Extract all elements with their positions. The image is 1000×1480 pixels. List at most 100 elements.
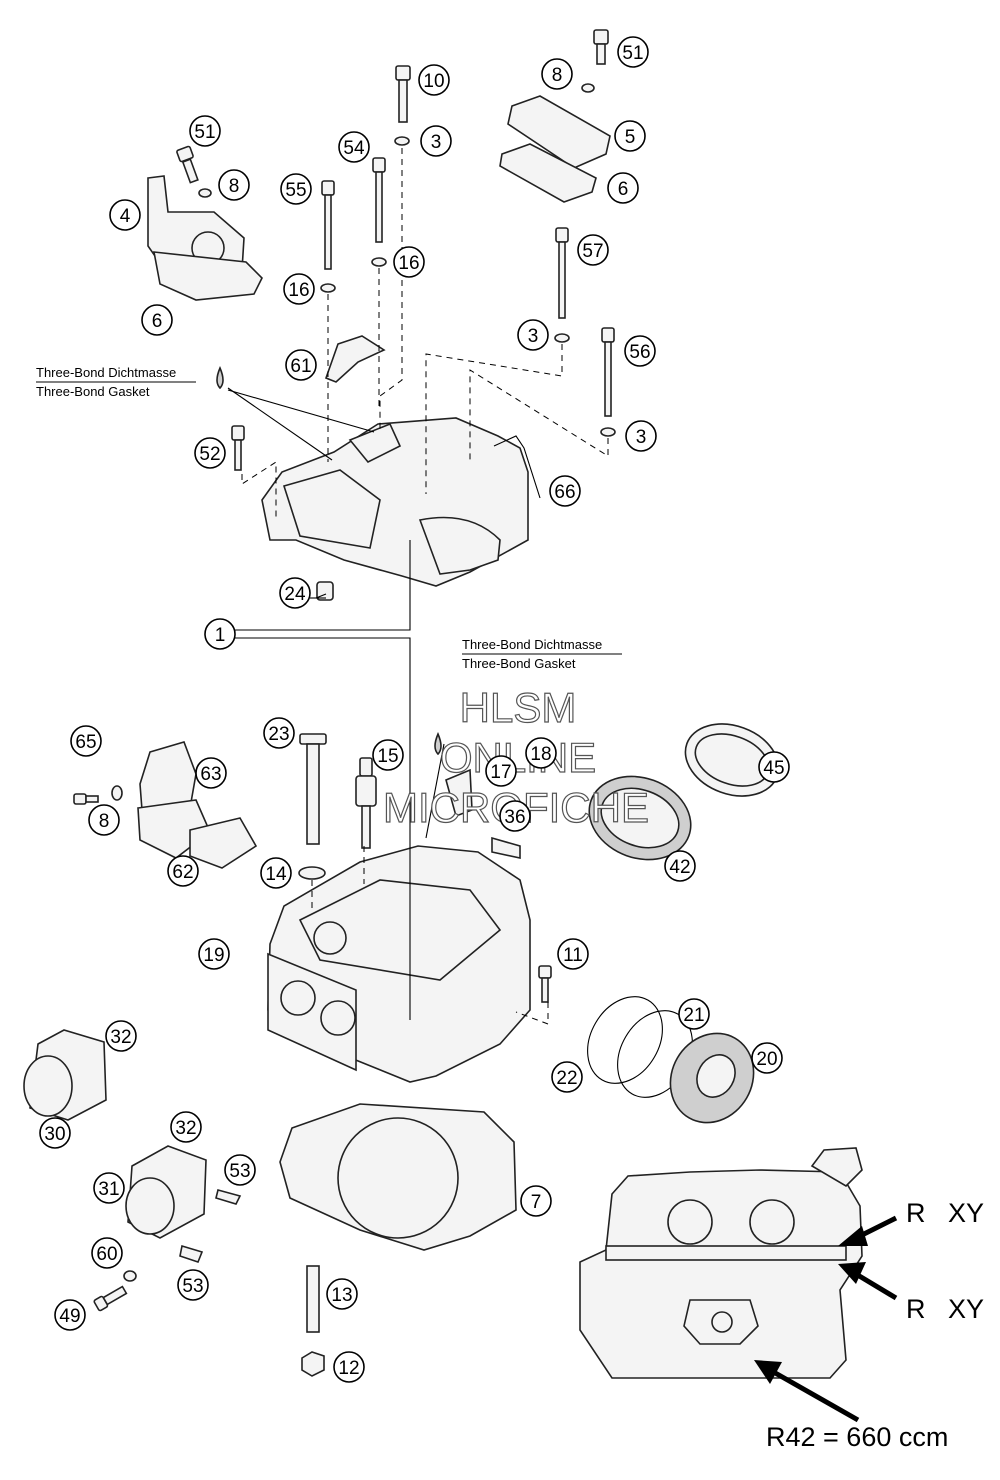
washer-14 xyxy=(298,866,326,880)
callout-36[interactable]: 36 xyxy=(499,800,531,832)
svg-text:16: 16 xyxy=(288,280,309,301)
svg-text:51: 51 xyxy=(622,43,643,64)
svg-text:3: 3 xyxy=(431,132,442,153)
callout-10[interactable]: 10 xyxy=(418,64,450,96)
callout-60[interactable]: 60 xyxy=(91,1237,123,1269)
svg-text:24: 24 xyxy=(284,584,306,605)
svg-text:30: 30 xyxy=(44,1124,65,1145)
callout-53b[interactable]: 53 xyxy=(177,1269,209,1301)
callout-7[interactable]: 7 xyxy=(520,1185,552,1217)
svg-text:54: 54 xyxy=(343,138,365,159)
callout-42[interactable]: 42 xyxy=(664,850,696,882)
svg-text:22: 22 xyxy=(556,1068,577,1089)
callout-8c[interactable]: 8 xyxy=(88,804,120,836)
svg-text:23: 23 xyxy=(268,724,289,745)
bolt-11 xyxy=(538,965,552,1003)
bolt-65 xyxy=(73,793,99,805)
washer-8-left xyxy=(198,188,212,198)
svg-text:12: 12 xyxy=(338,1358,359,1379)
svg-text:36: 36 xyxy=(504,807,525,828)
callout-17[interactable]: 17 xyxy=(485,755,517,787)
plug-24 xyxy=(316,581,334,601)
part-drawings xyxy=(23,29,863,1379)
svg-text:8: 8 xyxy=(552,65,563,86)
callout-56[interactable]: 56 xyxy=(624,335,656,367)
callout-45[interactable]: 45 xyxy=(758,751,790,783)
callout-62[interactable]: 62 xyxy=(167,855,199,887)
callout-51b[interactable]: 51 xyxy=(189,115,221,147)
sealant-drop-top xyxy=(216,365,224,390)
callout-3c[interactable]: 3 xyxy=(625,420,657,452)
callout-66[interactable]: 66 xyxy=(549,475,581,507)
callout-20[interactable]: 20 xyxy=(751,1042,783,1074)
callout-8b[interactable]: 8 xyxy=(218,169,250,201)
svg-text:31: 31 xyxy=(98,1179,119,1200)
svg-text:63: 63 xyxy=(200,764,221,785)
callout-65[interactable]: 65 xyxy=(70,725,102,757)
inset-footnote: R42 = 660 ccm xyxy=(766,1422,948,1452)
callout-53a[interactable]: 53 xyxy=(224,1154,256,1186)
callout-31[interactable]: 31 xyxy=(93,1172,125,1204)
callout-12[interactable]: 12 xyxy=(333,1351,365,1383)
bolt-51-left xyxy=(176,145,199,184)
callout-52[interactable]: 52 xyxy=(194,437,226,469)
callout-24[interactable]: 24 xyxy=(279,577,311,609)
callout-19[interactable]: 19 xyxy=(198,938,230,970)
callout-15[interactable]: 15 xyxy=(372,739,404,771)
callout-18[interactable]: 18 xyxy=(525,737,557,769)
svg-text:61: 61 xyxy=(290,356,311,377)
callout-3b[interactable]: 3 xyxy=(517,319,549,351)
callout-63[interactable]: 63 xyxy=(195,757,227,789)
callout-1[interactable]: 1 xyxy=(204,618,236,650)
washer-3-b xyxy=(554,333,570,343)
callout-6a[interactable]: 6 xyxy=(607,172,639,204)
watermark-line-1: HLSM xyxy=(460,684,577,731)
bolt-10 xyxy=(395,65,411,123)
callout-16a[interactable]: 16 xyxy=(283,273,315,305)
nut-12 xyxy=(301,1351,325,1377)
callout-6b[interactable]: 6 xyxy=(141,304,173,336)
note-top-de: Three-Bond Dichtmasse xyxy=(36,365,176,380)
callout-30[interactable]: 30 xyxy=(39,1117,71,1149)
callout-54[interactable]: 54 xyxy=(338,131,370,163)
cover-5 xyxy=(507,95,611,169)
svg-text:42: 42 xyxy=(669,857,690,878)
callout-8a[interactable]: 8 xyxy=(541,58,573,90)
washer-16-a xyxy=(320,283,336,293)
callout-49[interactable]: 49 xyxy=(54,1299,86,1331)
callout-14[interactable]: 14 xyxy=(260,857,292,889)
svg-text:8: 8 xyxy=(229,176,240,197)
svg-text:49: 49 xyxy=(59,1306,80,1327)
svg-text:55: 55 xyxy=(285,180,306,201)
bolt-52 xyxy=(231,425,245,471)
washer-3-a xyxy=(394,136,410,146)
svg-text:51: 51 xyxy=(194,122,215,143)
callout-55[interactable]: 55 xyxy=(280,173,312,205)
callout-61[interactable]: 61 xyxy=(285,349,317,381)
svg-text:45: 45 xyxy=(763,758,784,779)
callout-4[interactable]: 4 xyxy=(109,199,141,231)
callout-22[interactable]: 22 xyxy=(551,1061,583,1093)
callout-32b[interactable]: 32 xyxy=(170,1111,202,1143)
callout-13[interactable]: 13 xyxy=(326,1278,358,1310)
callout-11[interactable]: 11 xyxy=(557,938,589,970)
callout-21[interactable]: 21 xyxy=(678,998,710,1030)
svg-text:4: 4 xyxy=(120,206,131,227)
callout-3a[interactable]: 3 xyxy=(420,125,452,157)
callout-57[interactable]: 57 xyxy=(577,234,609,266)
callout-51a[interactable]: 51 xyxy=(617,36,649,68)
svg-text:10: 10 xyxy=(423,71,444,92)
svg-text:20: 20 xyxy=(756,1049,777,1070)
callout-16b[interactable]: 16 xyxy=(393,246,425,278)
svg-text:7: 7 xyxy=(531,1192,542,1213)
bolt-56 xyxy=(601,327,615,417)
callout-5[interactable]: 5 xyxy=(614,120,646,152)
fitting-36 xyxy=(491,836,521,859)
svg-text:3: 3 xyxy=(636,427,647,448)
note-mid-en: Three-Bond Gasket xyxy=(462,656,576,671)
callout-32a[interactable]: 32 xyxy=(105,1020,137,1052)
bolt-23 xyxy=(299,733,327,845)
clip-53-a xyxy=(215,1189,242,1205)
svg-text:32: 32 xyxy=(110,1027,131,1048)
callout-23[interactable]: 23 xyxy=(263,717,295,749)
